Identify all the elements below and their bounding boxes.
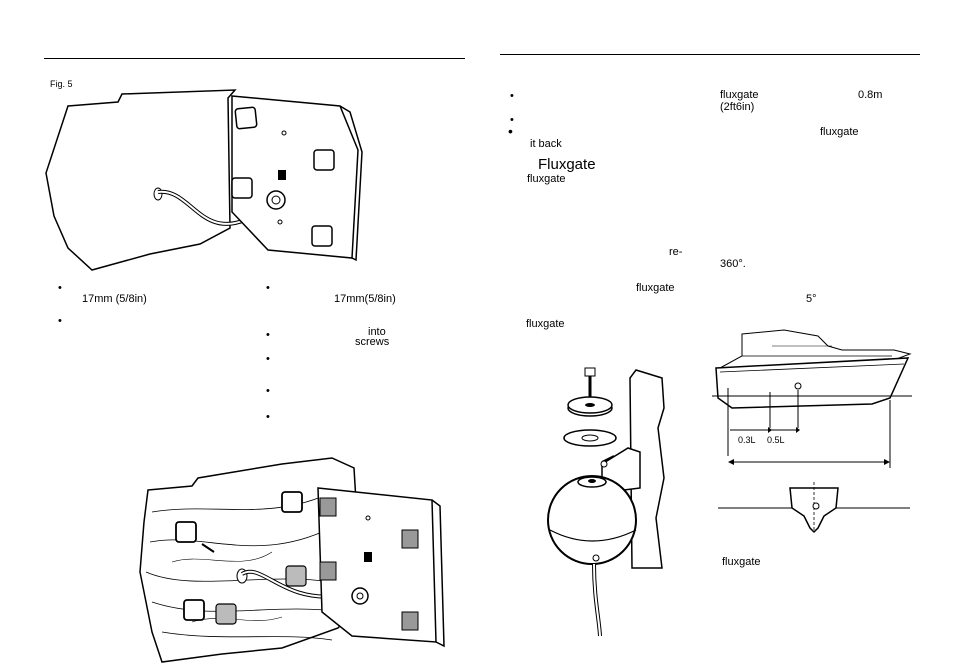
boat-side-diagram xyxy=(712,329,912,468)
fragment-360: 360°. xyxy=(720,258,746,270)
left-col2-text-2b: screws xyxy=(355,336,390,348)
fig5-bracket-illustration xyxy=(45,89,363,271)
right-bullet-1-word1: fluxgate xyxy=(720,89,759,101)
left-col2-text-2a: into xyxy=(368,326,386,338)
wood-board-illustration xyxy=(139,457,445,663)
left-col2-bullet-5: • xyxy=(266,411,270,423)
right-bullet-3: • xyxy=(508,123,513,139)
right-header-rule xyxy=(500,54,920,55)
left-col2-bullet-3: • xyxy=(266,353,270,365)
left-col1-text-1: 17mm (5/8in) xyxy=(82,293,147,305)
left-header-rule xyxy=(44,58,465,59)
section-subheading: fluxgate xyxy=(527,173,566,185)
fragment-5deg: 5° xyxy=(806,293,817,305)
right-bullet-2: • xyxy=(510,114,514,126)
figure-label: Fig. 5 xyxy=(50,79,73,89)
left-col2-bullet-2: • xyxy=(266,329,270,341)
right-bullet-3-word2: fluxgate xyxy=(820,126,859,138)
fluxgate-sensor-illustration xyxy=(547,367,665,637)
boat-label-0-3L: 0.3L xyxy=(738,435,756,445)
right-bullet-1-word3: (2ft6in) xyxy=(720,101,755,113)
fragment-fluxgate-b: fluxgate xyxy=(526,318,565,330)
left-col1-bullet-2: • xyxy=(58,315,62,327)
section-heading: Fluxgate xyxy=(538,156,596,173)
left-col2-bullet-1: • xyxy=(266,282,270,294)
right-bullet-3-word1: it back xyxy=(530,138,562,150)
fluxgate-caption: fluxgate xyxy=(722,556,761,568)
left-col1-bullet-1: • xyxy=(58,282,62,294)
boat-section-diagram xyxy=(718,482,910,534)
left-col2-bullet-4: • xyxy=(266,385,270,397)
fragment-fluxgate-a: fluxgate xyxy=(636,282,675,294)
fragment-re: re- xyxy=(669,246,683,258)
left-col2-text-1: 17mm(5/8in) xyxy=(334,293,396,305)
right-bullet-1-word2: 0.8m xyxy=(858,89,883,101)
boat-label-0-5L: 0.5L xyxy=(767,435,785,445)
right-bullet-1: • xyxy=(510,90,514,102)
